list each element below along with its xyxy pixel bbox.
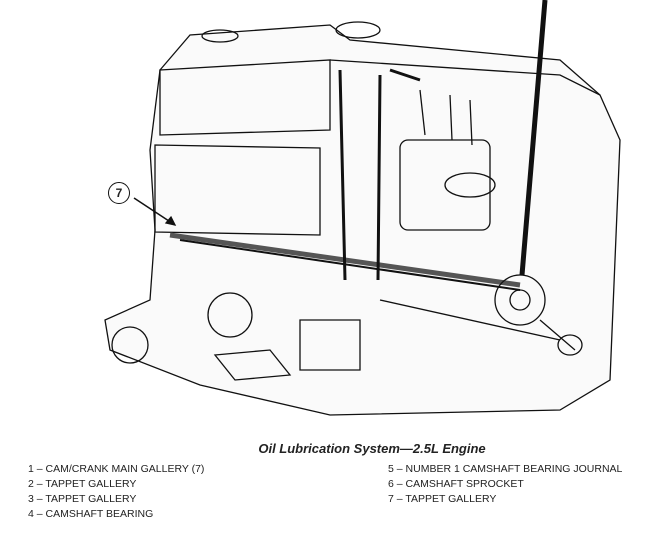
figure-caption: Oil Lubrication System—2.5L Engine	[258, 441, 486, 456]
callout-7: 7	[108, 182, 130, 204]
legend-left: 1 – CAM/CRANK MAIN GALLERY (7) 2 – TAPPE…	[28, 462, 204, 522]
legend-item: 6 – CAMSHAFT SPROCKET	[388, 478, 524, 490]
legend-item: 3 – TAPPET GALLERY	[28, 493, 137, 505]
engine-lubrication-diagram	[104, 0, 621, 416]
legend-item: 7 – TAPPET GALLERY	[388, 493, 497, 505]
legend-item: 4 – CAMSHAFT BEARING	[28, 508, 154, 520]
legend-right: 5 – NUMBER 1 CAMSHAFT BEARING JOURNAL 6 …	[388, 462, 622, 507]
legend-item: 1 – CAM/CRANK MAIN GALLERY (7)	[28, 463, 205, 475]
legend-item: 5 – NUMBER 1 CAMSHAFT BEARING JOURNAL	[388, 463, 623, 475]
legend-item: 2 – TAPPET GALLERY	[28, 478, 137, 490]
